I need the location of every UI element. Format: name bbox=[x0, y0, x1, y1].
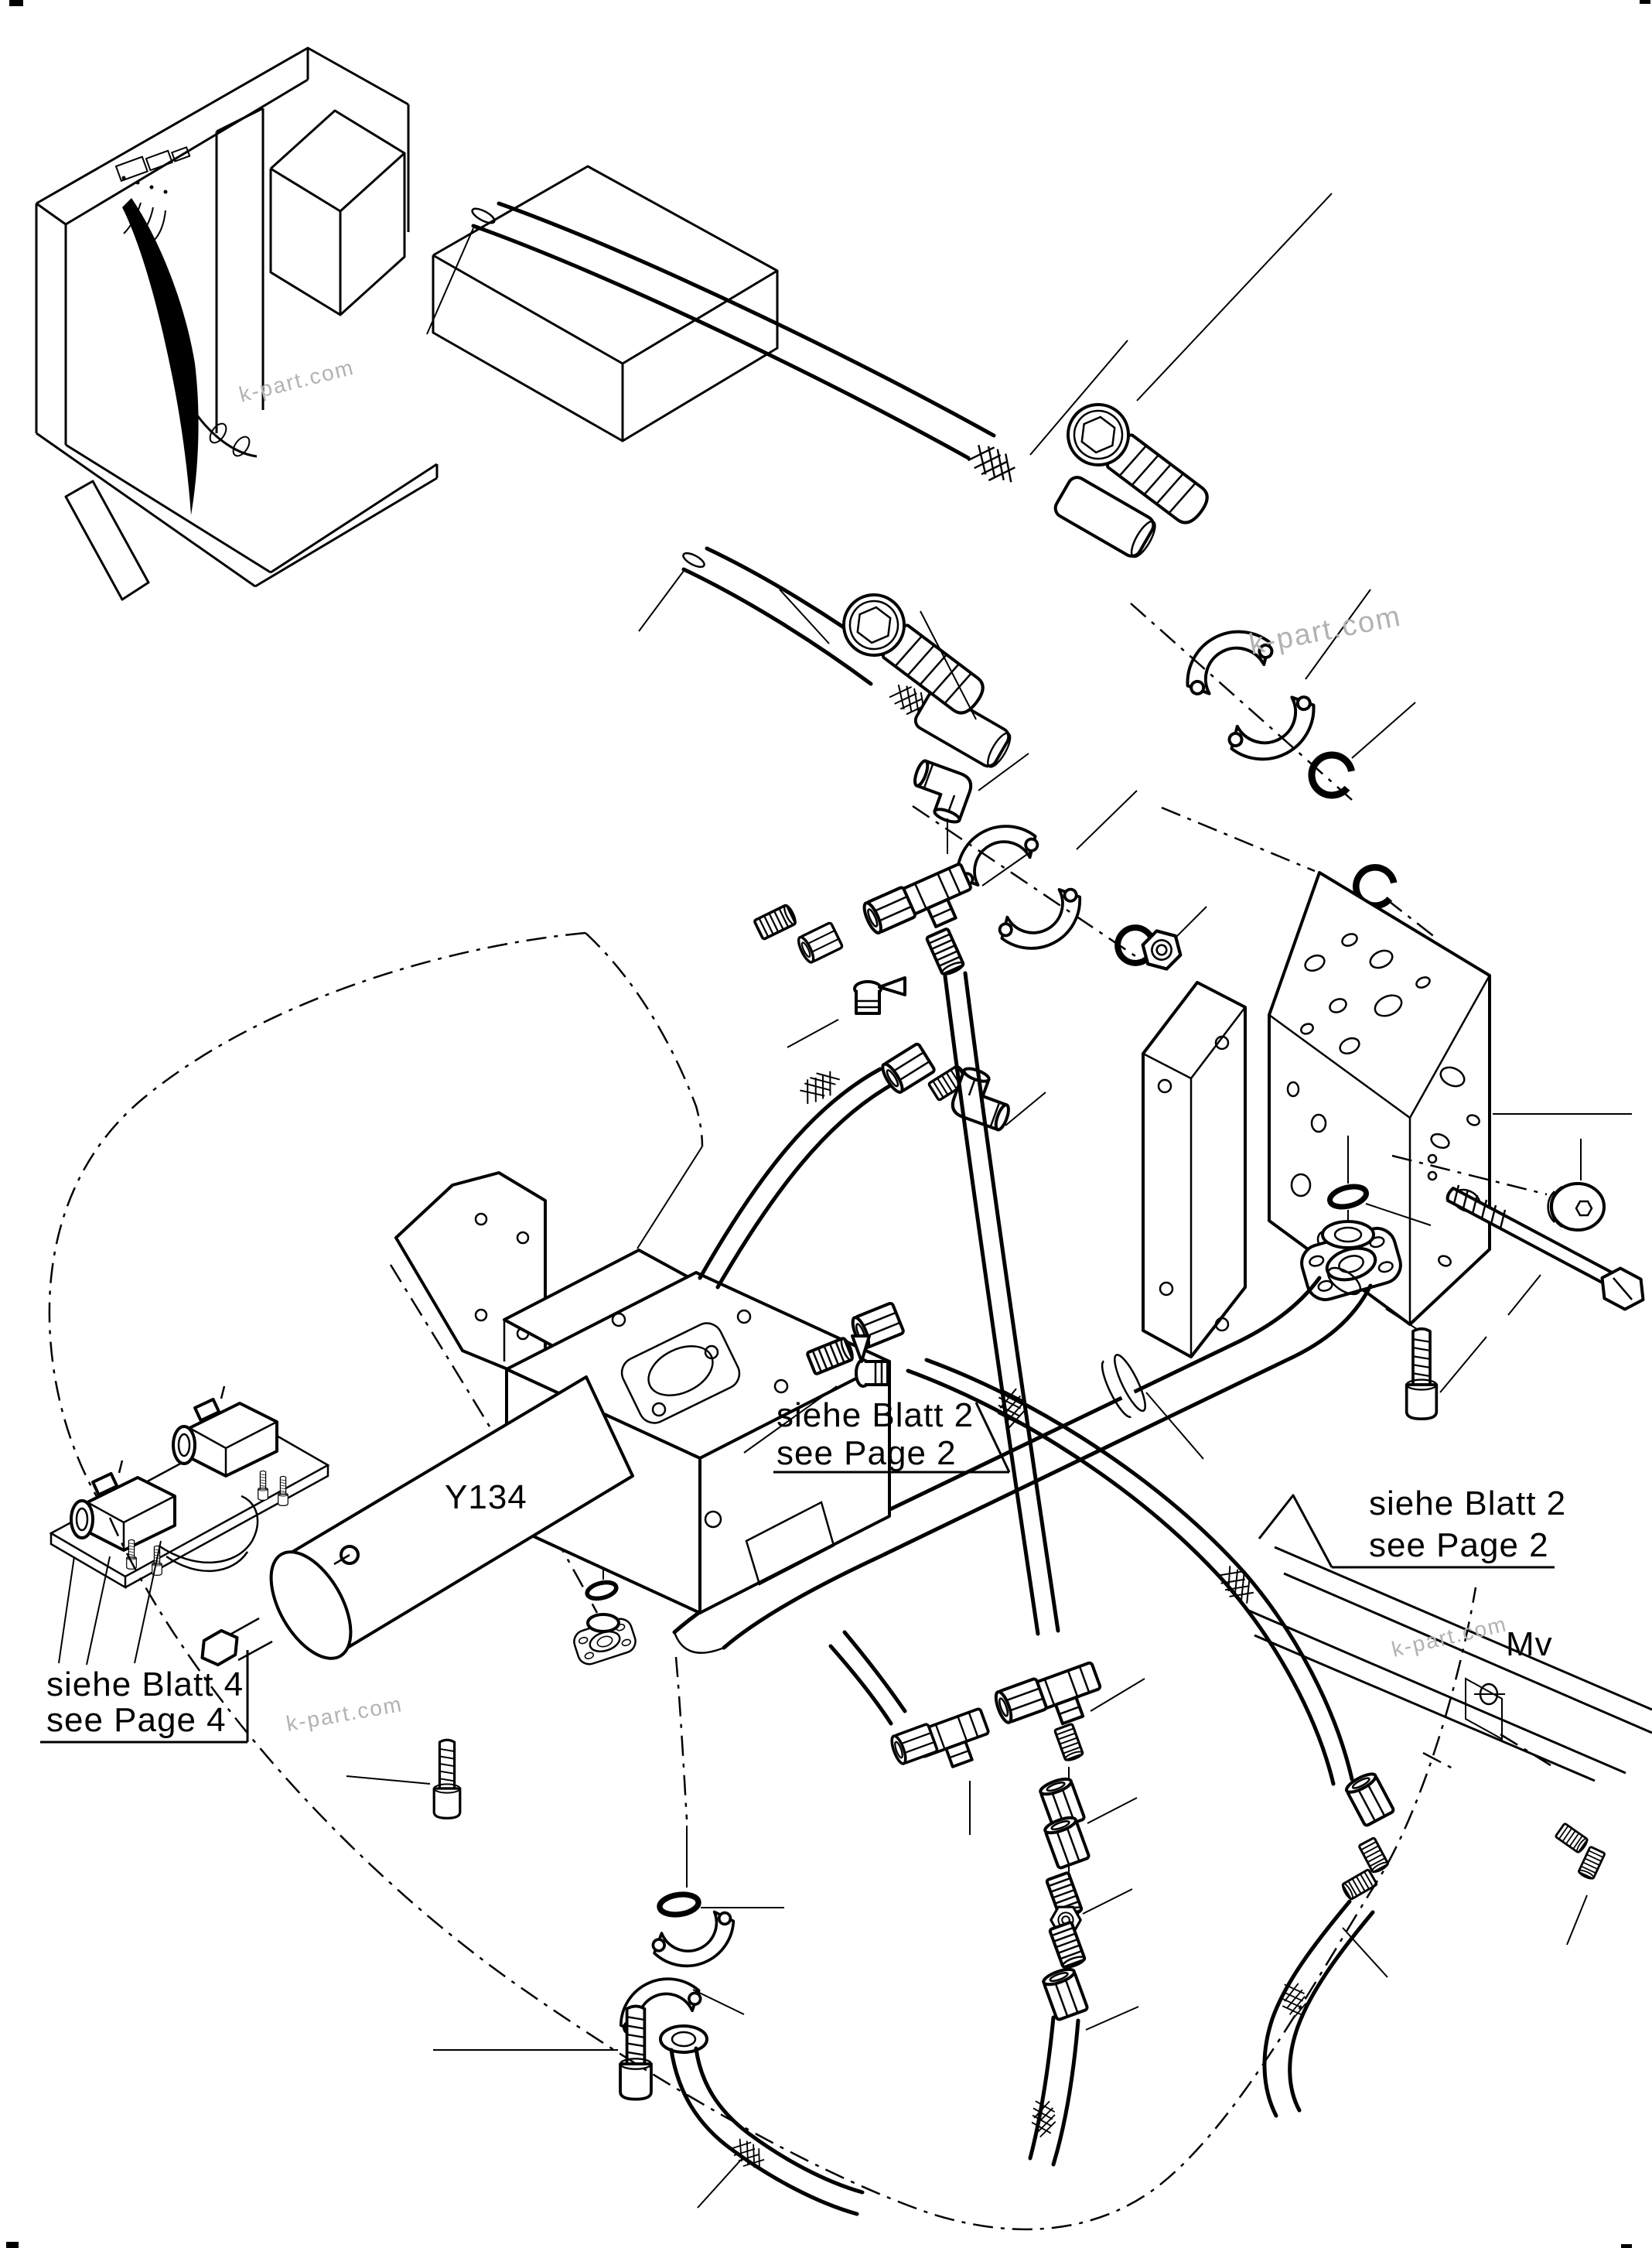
pump-top-fittings bbox=[753, 753, 1037, 1048]
port-label-mv: Mv bbox=[1506, 1625, 1553, 1663]
corner-marks bbox=[6, 0, 1650, 2248]
note-right-line2: see Page 2 bbox=[1369, 1526, 1549, 1564]
machine-inset bbox=[35, 46, 779, 601]
lower-hoses bbox=[906, 971, 1354, 1786]
text-labels: Y134 siehe Blatt 2 see Page 2 siehe Blat… bbox=[40, 1396, 1566, 1744]
pump-outlet-hose bbox=[698, 1041, 1046, 1290]
note-center-line1: siehe Blatt 2 bbox=[777, 1396, 974, 1434]
note-center-leader bbox=[773, 1402, 1011, 1474]
note-center-line2: see Page 2 bbox=[777, 1434, 957, 1472]
note-left-bracket bbox=[40, 1650, 249, 1744]
note-right-leader bbox=[1258, 1494, 1555, 1569]
cover-plate bbox=[1142, 981, 1247, 1358]
pump-id-label: Y134 bbox=[445, 1478, 527, 1516]
solenoid-valve-1 bbox=[70, 1460, 176, 1552]
mounting-plate bbox=[394, 1171, 547, 1386]
valve-block-group bbox=[1138, 871, 1645, 1358]
plug bbox=[1547, 1182, 1606, 1232]
watermark-4: k-part.com bbox=[1389, 1611, 1509, 1661]
note-left-line1: siehe Blatt 4 bbox=[46, 1666, 244, 1703]
pointer-arrow bbox=[122, 198, 199, 515]
manifold-block bbox=[1268, 871, 1491, 1326]
pump-group bbox=[48, 753, 1046, 1819]
solenoid-group bbox=[49, 1385, 330, 1666]
watermark-1: k-part.com bbox=[237, 355, 357, 407]
watermark-3: k-part.com bbox=[285, 1692, 404, 1736]
pump-side-fittings bbox=[743, 1300, 906, 1454]
solenoid-valve-2 bbox=[172, 1385, 278, 1478]
bottom-fitting-stack bbox=[828, 1630, 1145, 2167]
bottom-clamp-group bbox=[433, 1826, 865, 2216]
right-bottom-group bbox=[1244, 1546, 1652, 2118]
long-bolt bbox=[1446, 1184, 1645, 1311]
pump-body bbox=[200, 1249, 891, 1667]
boundary-curves bbox=[108, 1517, 1477, 2231]
note-left-line2: see Page 4 bbox=[46, 1701, 227, 1739]
note-right-line1: siehe Blatt 2 bbox=[1369, 1484, 1566, 1522]
hose-assembly-upper bbox=[426, 193, 1416, 970]
